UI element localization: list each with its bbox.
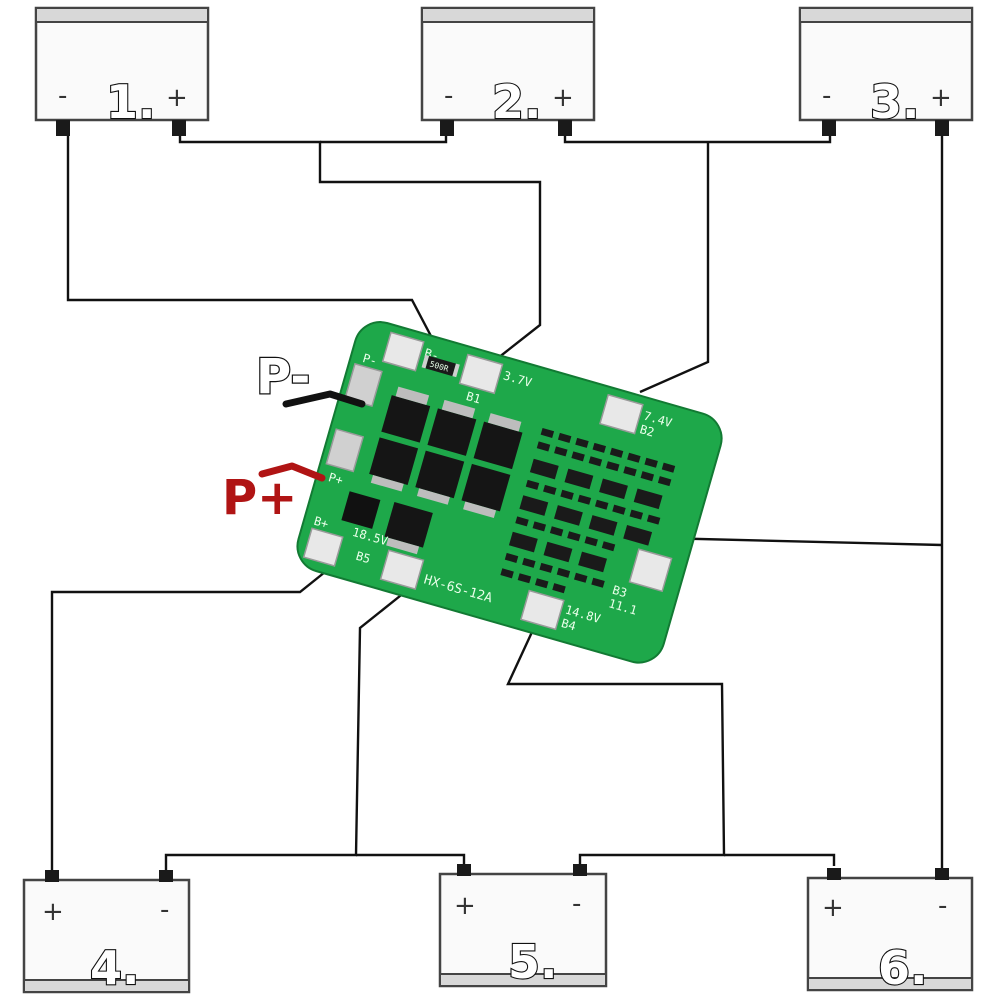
pad-b4-label: B4: [560, 616, 578, 633]
battery-terminal-pos: [558, 120, 572, 136]
battery-terminal-neg: [159, 870, 173, 882]
battery-pos-sign: +: [166, 83, 188, 113]
pad-b-plus: B+: [302, 514, 344, 567]
wire-b4-to-b5-b6: [506, 631, 726, 866]
wire-b5-pos-b6-neg: [724, 853, 836, 866]
battery-1: - + 1.: [34, 6, 210, 136]
p-plus-lead: P+: [221, 462, 326, 527]
pad-b1: 3.7V B1: [458, 353, 533, 406]
resistor: 500R: [421, 354, 460, 378]
pad-p-minus: P-: [344, 351, 383, 408]
pad-p-plus-silk: P+: [327, 470, 345, 487]
pad-b3-label: B3: [611, 583, 629, 600]
pad-b-plus-label: B+: [312, 514, 330, 531]
p-minus-label: P-: [256, 349, 310, 405]
battery-cap: [799, 7, 973, 23]
battery-pos-sign: +: [552, 83, 574, 113]
p-plus-label: P+: [222, 470, 297, 526]
ic-chip: [341, 491, 433, 555]
battery-terminal-pos: [172, 120, 186, 136]
pad-p-plus: P+: [325, 428, 365, 488]
pad-b2: 7.4V B2: [599, 393, 674, 440]
battery-3: - + 3.: [798, 6, 974, 136]
battery-terminal-neg: [56, 120, 70, 136]
battery-number: 1.: [106, 75, 155, 129]
battery-terminal-neg: [935, 868, 949, 880]
battery-neg-sign: -: [58, 81, 67, 111]
wire-b1-pos-b2-neg-to-b1: [178, 128, 542, 359]
p-minus-lead: P-: [255, 348, 366, 408]
battery-pos-sign: +: [42, 897, 64, 927]
battery-terminal-pos: [45, 870, 59, 882]
smd-grid: [500, 427, 676, 594]
pad-b2-label: B2: [638, 422, 656, 439]
battery-terminal-pos: [457, 864, 471, 876]
battery-terminal-neg: [573, 864, 587, 876]
battery-neg-sign: -: [160, 895, 169, 925]
battery-2: - + 2.: [420, 6, 596, 136]
battery-body: [806, 876, 974, 992]
battery-neg-sign: -: [822, 81, 831, 111]
battery-terminal-pos: [827, 868, 841, 880]
battery-number: 2.: [492, 75, 541, 129]
battery-terminal-pos: [935, 120, 949, 136]
battery-neg-sign: -: [444, 81, 453, 111]
battery-body: [34, 6, 210, 122]
battery-body: [22, 878, 191, 994]
battery-6: + - 6.: [806, 868, 974, 996]
battery-neg-sign: -: [572, 889, 581, 919]
battery-pos-sign: +: [822, 893, 844, 923]
battery-cap: [421, 7, 595, 23]
battery-pos-sign: +: [454, 891, 476, 921]
wire-b5-to-b5-pos: [356, 853, 466, 866]
battery-number: 5.: [508, 935, 557, 989]
battery-terminal-neg: [440, 120, 454, 136]
wire-b5-to-b4-b5: [164, 591, 406, 872]
battery-number: 3.: [870, 75, 919, 129]
battery-5: + - 5.: [438, 864, 608, 990]
battery-pos-sign: +: [930, 83, 952, 113]
pad-p-minus-silk: P-: [361, 351, 379, 368]
mosfet-array: [369, 386, 523, 519]
battery-number: 4.: [90, 941, 139, 995]
pad-b1-label: B1: [465, 389, 483, 406]
battery-4: + - 4.: [22, 870, 191, 996]
bms-board: B- 3.7V B1 7.4V B2 500R P- P+: [296, 321, 723, 664]
wire-b2-pos-b2-neg-link: [320, 128, 448, 144]
wire-b3-to-board: [659, 536, 943, 547]
battery-neg-sign: -: [938, 891, 947, 921]
wire-b2-pos-b3-neg-to-b2: [563, 128, 832, 144]
wire-b-plus-to-b4-pos: [50, 571, 326, 872]
battery-cap: [35, 7, 209, 23]
battery-terminal-neg: [822, 120, 836, 136]
wire-b2-drop: [639, 142, 710, 394]
battery-number: 6.: [878, 941, 927, 995]
battery-base: [23, 979, 190, 993]
battery-base: [807, 977, 973, 991]
pad-b5-label: B5: [354, 549, 372, 566]
battery-base: [439, 973, 607, 987]
wire-b1-neg-to-b-minus: [66, 128, 434, 339]
wires: [50, 128, 944, 872]
